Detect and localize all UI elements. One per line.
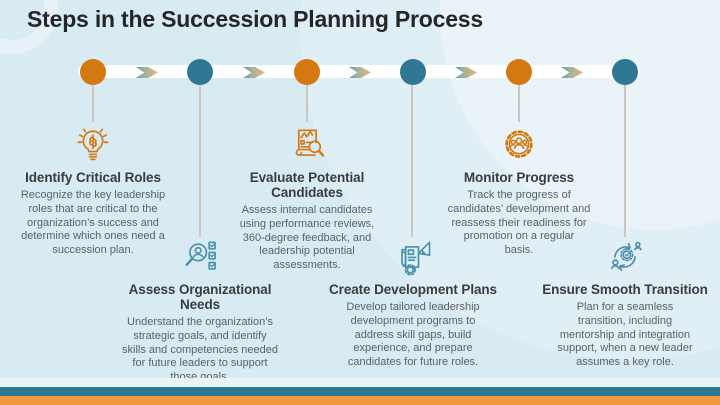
arrow-chevron-icon — [136, 67, 158, 78]
step-description: Develop tailored leadership development … — [346, 301, 480, 368]
arrow-chevron-icon — [349, 67, 371, 78]
step-create-development-plans: Create Development Plans Develop tailore… — [322, 234, 504, 370]
arrow-chevron-icon — [561, 67, 583, 78]
step-title: Identify Critical Roles — [25, 170, 161, 185]
connector-stem — [624, 85, 626, 237]
connector-stem — [518, 85, 520, 122]
step-title: Evaluate Potential Candidates — [249, 170, 365, 200]
timeline-node-6 — [612, 59, 638, 85]
timeline-node-3 — [294, 59, 320, 85]
connector-stem — [411, 85, 413, 237]
step-ensure-smooth-transition: Ensure Smooth Transition Plan for a seam… — [534, 234, 716, 370]
step-title: Ensure Smooth Transition — [542, 282, 708, 297]
magnifier-person-icon — [109, 234, 291, 280]
connector-stem — [306, 85, 308, 122]
connector-stem — [92, 85, 94, 122]
lightbulb-brain-icon — [2, 122, 184, 168]
document-chart-magnifier-icon — [216, 122, 398, 168]
step-title: Monitor Progress — [463, 170, 575, 185]
footer-teal-bar — [0, 387, 720, 396]
drafting-plan-icon — [322, 234, 504, 280]
step-assess-organizational-needs: Assess Organizational Needs Understand t… — [109, 234, 291, 385]
step-evaluate-potential-candidates: Evaluate Potential Candidates Assess int… — [216, 122, 398, 273]
timeline-node-5 — [506, 59, 532, 85]
step-title: Assess Organizational Needs — [128, 282, 272, 312]
timeline-node-1 — [80, 59, 106, 85]
gear-team-icon — [428, 122, 610, 168]
step-title: Create Development Plans — [329, 282, 497, 297]
transition-cycle-icon — [534, 234, 716, 280]
step-description: Recognize the key leadership roles that … — [20, 189, 166, 256]
page-title: Steps in the Succession Planning Process — [27, 6, 483, 32]
connector-stem — [199, 85, 201, 237]
step-description: Understand the organization’s strategic … — [122, 316, 278, 383]
arrow-chevron-icon — [243, 67, 265, 78]
step-description: Plan for a seamless transition, includin… — [557, 301, 693, 368]
timeline-node-4 — [399, 59, 426, 85]
arrow-chevron-icon — [455, 67, 477, 78]
step-identify-critical-roles: Identify Critical Roles Recognize the ke… — [2, 122, 184, 258]
footer-light-strip — [0, 378, 720, 387]
step-description: Track the progress of candidates’ develo… — [447, 189, 591, 256]
step-monitor-progress: Monitor Progress Track the progress of c… — [428, 122, 610, 258]
footer-orange-bar — [0, 396, 720, 405]
step-description: Assess internal candidates using perform… — [239, 204, 375, 271]
timeline-node-2 — [187, 59, 213, 85]
